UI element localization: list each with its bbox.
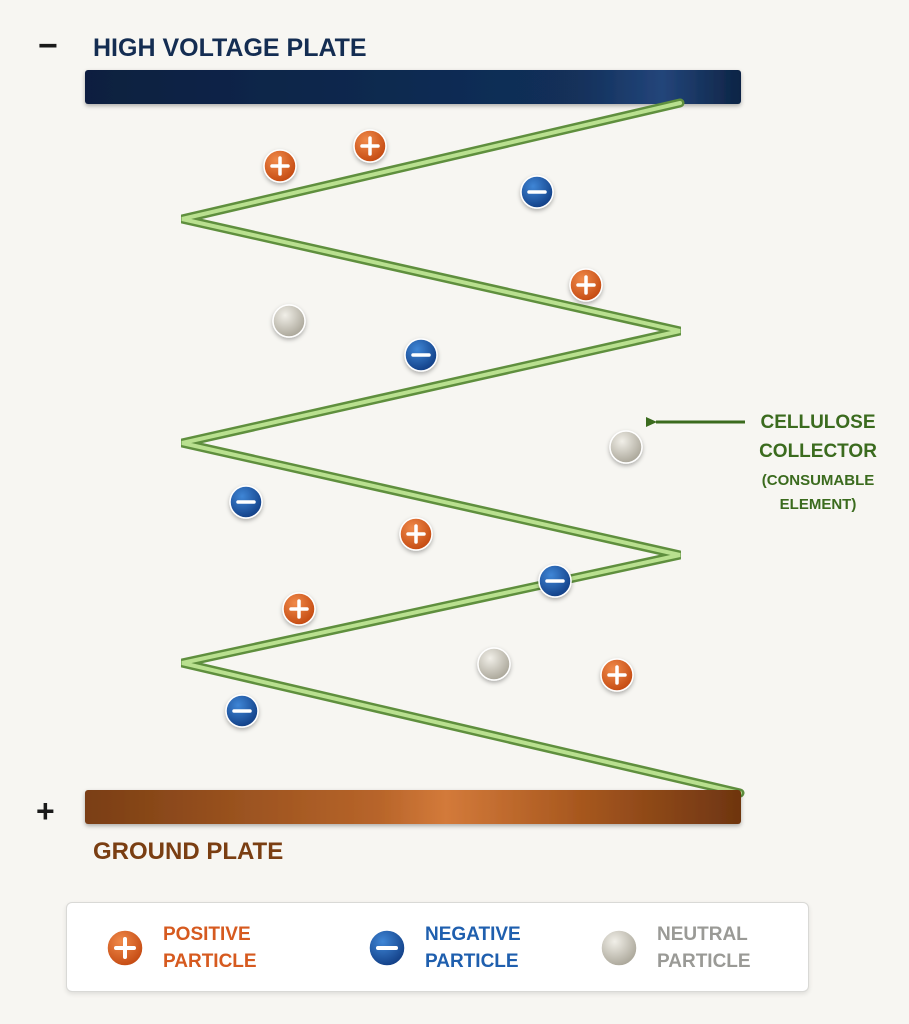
legend-negative-label: NEGATIVE PARTICLE	[425, 921, 521, 975]
positive-particle	[353, 129, 387, 163]
positive-particle	[399, 517, 433, 551]
neutral-particle	[272, 304, 306, 338]
neutral-particle	[609, 430, 643, 464]
neutral-particle-icon	[600, 929, 638, 967]
legend-neutral-line1: NEUTRAL	[657, 924, 748, 945]
collector-label-line2: COLLECTOR	[759, 441, 877, 462]
collector-label-line3: (CONSUMABLE	[762, 472, 875, 489]
positive-particle	[282, 592, 316, 626]
negative-particle	[225, 694, 259, 728]
legend-positive: POSITIVE PARTICLE	[105, 903, 257, 993]
high-voltage-plate-label: HIGH VOLTAGE PLATE	[93, 34, 367, 62]
collector-label-line1: CELLULOSE	[760, 412, 875, 433]
positive-particle	[569, 268, 603, 302]
positive-particle	[263, 149, 297, 183]
legend-negative: NEGATIVE PARTICLE	[367, 903, 521, 993]
collector-label-line4: ELEMENT)	[780, 496, 857, 513]
minus-sign: −	[38, 27, 58, 65]
legend-positive-line1: POSITIVE	[163, 924, 251, 945]
positive-particle	[600, 658, 634, 692]
legend-positive-label: POSITIVE PARTICLE	[163, 921, 257, 975]
ground-plate	[85, 790, 741, 824]
negative-particle-icon	[368, 929, 406, 967]
legend-positive-line2: PARTICLE	[163, 951, 257, 972]
legend-neutral: NEUTRAL PARTICLE	[599, 903, 751, 993]
positive-particle-icon	[106, 929, 144, 967]
legend-negative-line2: PARTICLE	[425, 951, 519, 972]
negative-particle	[404, 338, 438, 372]
neutral-particle	[477, 647, 511, 681]
ground-plate-label: GROUND PLATE	[93, 838, 283, 865]
negative-particle	[538, 564, 572, 598]
legend-negative-line1: NEGATIVE	[425, 924, 521, 945]
legend-neutral-line2: PARTICLE	[657, 951, 751, 972]
legend: POSITIVE PARTICLE NEGATIVE PARTICLE NEUT…	[66, 902, 809, 992]
negative-particle	[229, 485, 263, 519]
particles	[225, 129, 643, 728]
high-voltage-plate	[85, 70, 741, 104]
legend-neutral-label: NEUTRAL PARTICLE	[657, 921, 751, 975]
plus-sign: +	[36, 793, 55, 829]
cellulose-collector	[180, 98, 745, 798]
negative-particle	[520, 175, 554, 209]
